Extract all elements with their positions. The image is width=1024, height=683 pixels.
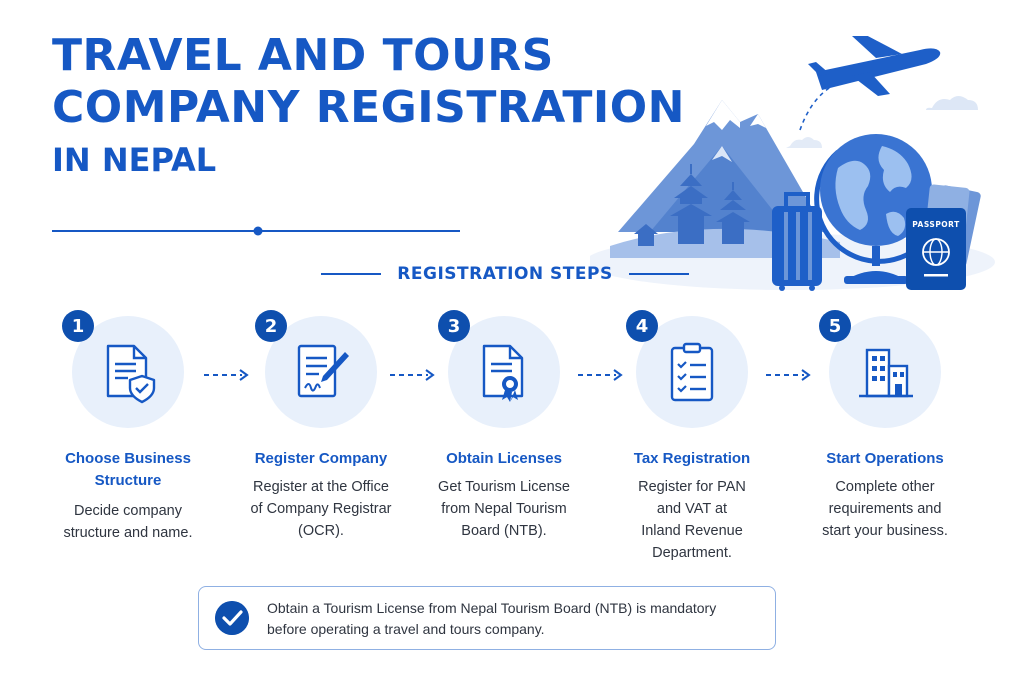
passport-icon	[906, 208, 966, 290]
mandatory-note: Obtain a Tourism License from Nepal Tour…	[198, 586, 776, 650]
step-description: Get Tourism License from Nepal Tourism B…	[414, 476, 594, 542]
airplane-icon	[808, 36, 941, 96]
checkmark-icon	[215, 601, 249, 635]
cloud-icon	[786, 137, 822, 148]
steps-heading-row: REGISTRATION STEPS	[305, 262, 705, 286]
step-description: Register at the Office of Company Regist…	[231, 476, 411, 542]
step-arrow-icon	[204, 369, 249, 381]
document-pen-icon	[297, 344, 349, 398]
title-divider	[52, 226, 460, 236]
step-title: Start Operations	[795, 448, 975, 470]
certificate-icon	[482, 344, 524, 402]
heading-rule-left	[321, 273, 382, 275]
step-desc-line: Decide company	[74, 503, 182, 519]
step-title-line: Tax Registration	[633, 450, 751, 467]
step-title-line: Structure	[94, 472, 162, 489]
note-line: Obtain a Tourism License from Nepal Tour…	[267, 600, 717, 616]
step-arrow-icon	[390, 369, 435, 381]
temple-icon	[634, 164, 750, 246]
suitcase-icon	[772, 192, 822, 291]
step-title: Choose Business Structure	[38, 448, 218, 492]
step-title-line: Start Operations	[826, 450, 944, 467]
step-description: Decide company structure and name.	[38, 500, 218, 544]
step-desc-line: (OCR).	[298, 523, 344, 539]
step-number-badge: 3	[438, 310, 470, 342]
clipboard-checklist-icon	[670, 342, 714, 402]
step-desc-line: structure and name.	[63, 525, 193, 541]
step-title: Obtain Licenses	[414, 448, 594, 470]
steps-heading: REGISTRATION STEPS	[397, 264, 613, 284]
document-shield-icon	[106, 344, 156, 404]
step-number-badge: 1	[62, 310, 94, 342]
step-desc-line: requirements and	[828, 501, 942, 517]
title-line-1: TRAVEL AND TOURS	[52, 30, 554, 81]
step-title-line: Choose Business	[65, 450, 191, 467]
step-desc-line: of Company Registrar	[250, 501, 392, 517]
note-line: before operating a travel and tours comp…	[267, 621, 545, 637]
step-desc-line: from Nepal Tourism	[441, 501, 567, 517]
step-description: Register for PAN and VAT at Inland Reven…	[602, 476, 782, 564]
step-description: Complete other requirements and start yo…	[795, 476, 975, 542]
step-desc-line: Inland Revenue	[641, 523, 743, 539]
step-number-badge: 4	[626, 310, 658, 342]
cloud-icon	[926, 96, 978, 110]
title-line-2: COMPANY REGISTRATION	[52, 82, 686, 133]
step-desc-line: start your business.	[822, 523, 948, 539]
step-title: Register Company	[231, 448, 411, 470]
globe-icon	[814, 134, 932, 284]
step-desc-line: Register for PAN	[638, 479, 746, 495]
passport-label: PASSPORT	[912, 220, 960, 229]
heading-rule-right	[628, 273, 689, 275]
note-text: Obtain a Tourism License from Nepal Tour…	[267, 598, 767, 640]
hero-illustration: PASSPORT	[590, 36, 995, 291]
step-desc-line: Register at the Office	[253, 479, 389, 495]
title-line-3: IN NEPAL	[52, 141, 217, 179]
step-desc-line: Board (NTB).	[461, 523, 547, 539]
step-number-badge: 5	[819, 310, 851, 342]
office-building-icon	[859, 348, 913, 398]
step-desc-line: Complete other	[835, 479, 935, 495]
step-number-badge: 2	[255, 310, 287, 342]
step-title-line: Register Company	[254, 450, 388, 467]
step-arrow-icon	[766, 369, 811, 381]
step-desc-line: Get Tourism License	[438, 479, 570, 495]
step-title: Tax Registration	[602, 448, 782, 470]
step-arrow-icon	[578, 369, 623, 381]
step-desc-line: Department.	[652, 545, 732, 561]
step-title-line: Obtain Licenses	[446, 450, 562, 467]
step-desc-line: and VAT at	[656, 501, 728, 517]
page-title: TRAVEL AND TOURS COMPANY REGISTRATION IN…	[52, 30, 686, 179]
